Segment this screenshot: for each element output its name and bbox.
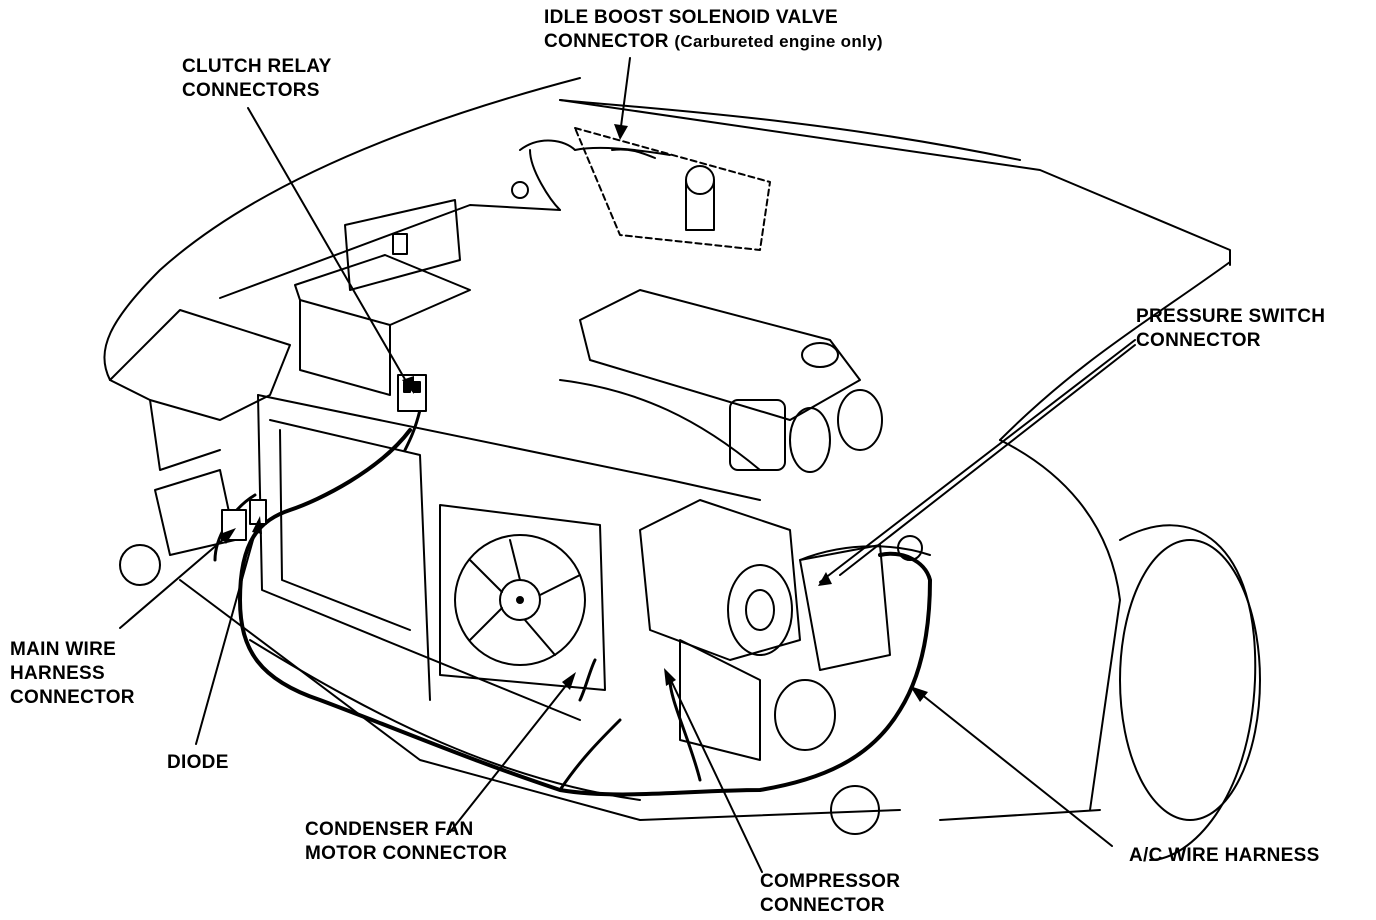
ac-wire-harness — [213, 408, 932, 797]
engine-block — [559, 289, 883, 473]
hood-outline — [103, 77, 1231, 441]
arrowheads — [220, 124, 928, 702]
label-clutch-relay-line1: CLUTCH RELAY — [182, 56, 332, 77]
label-condenser-fan: CONDENSER FAN MOTOR CONNECTOR — [305, 818, 507, 866]
left-fender — [109, 309, 291, 586]
label-main-wire-harness: MAIN WIRE HARNESS CONNECTOR — [10, 638, 135, 710]
condenser-fan — [439, 504, 606, 691]
label-ac-harness-line1: A/C WIRE HARNESS — [1129, 845, 1320, 866]
label-compressor-line2: CONNECTOR — [760, 895, 885, 916]
label-main-wire-line3: CONNECTOR — [10, 687, 135, 708]
battery-box — [294, 254, 471, 396]
firewall — [219, 127, 771, 299]
label-pressure-switch-line2: CONNECTOR — [1136, 330, 1261, 351]
label-diode: DIODE — [167, 751, 229, 775]
label-idle-boost-note: (Carbureted engine only) — [674, 32, 883, 51]
leader-lines — [119, 57, 1136, 873]
label-idle-boost-line2: CONNECTOR (Carbureted engine only) — [544, 30, 883, 54]
label-diode-line1: DIODE — [167, 752, 229, 773]
label-compressor-line1: COMPRESSOR — [760, 871, 901, 892]
label-main-wire-line1: MAIN WIRE — [10, 639, 117, 660]
label-idle-boost-line1: IDLE BOOST SOLENOID VALVE — [544, 7, 838, 28]
radiator-support — [257, 394, 761, 721]
label-idle-boost-solenoid: IDLE BOOST SOLENOID VALVE CONNECTOR (Car… — [544, 6, 883, 54]
idle-boost-solenoid — [511, 139, 715, 231]
label-compressor: COMPRESSOR CONNECTOR — [760, 870, 900, 918]
label-condenser-fan-line2: MOTOR CONNECTOR — [305, 843, 508, 864]
label-pressure-switch-line1: PRESSURE SWITCH — [1136, 306, 1326, 327]
right-fender-wheel — [830, 439, 1261, 861]
label-main-wire-line2: HARNESS — [10, 663, 106, 684]
ac-compressor — [639, 499, 836, 761]
label-pressure-switch: PRESSURE SWITCH CONNECTOR — [1136, 305, 1325, 353]
label-ac-wire-harness: A/C WIRE HARNESS — [1129, 844, 1320, 868]
label-idle-boost-connector: CONNECTOR — [544, 31, 669, 52]
lower-bumper — [179, 579, 901, 821]
label-clutch-relay-line2: CONNECTORS — [182, 80, 320, 101]
label-condenser-fan-line1: CONDENSER FAN — [305, 819, 474, 840]
label-clutch-relay: CLUTCH RELAY CONNECTORS — [182, 55, 332, 103]
